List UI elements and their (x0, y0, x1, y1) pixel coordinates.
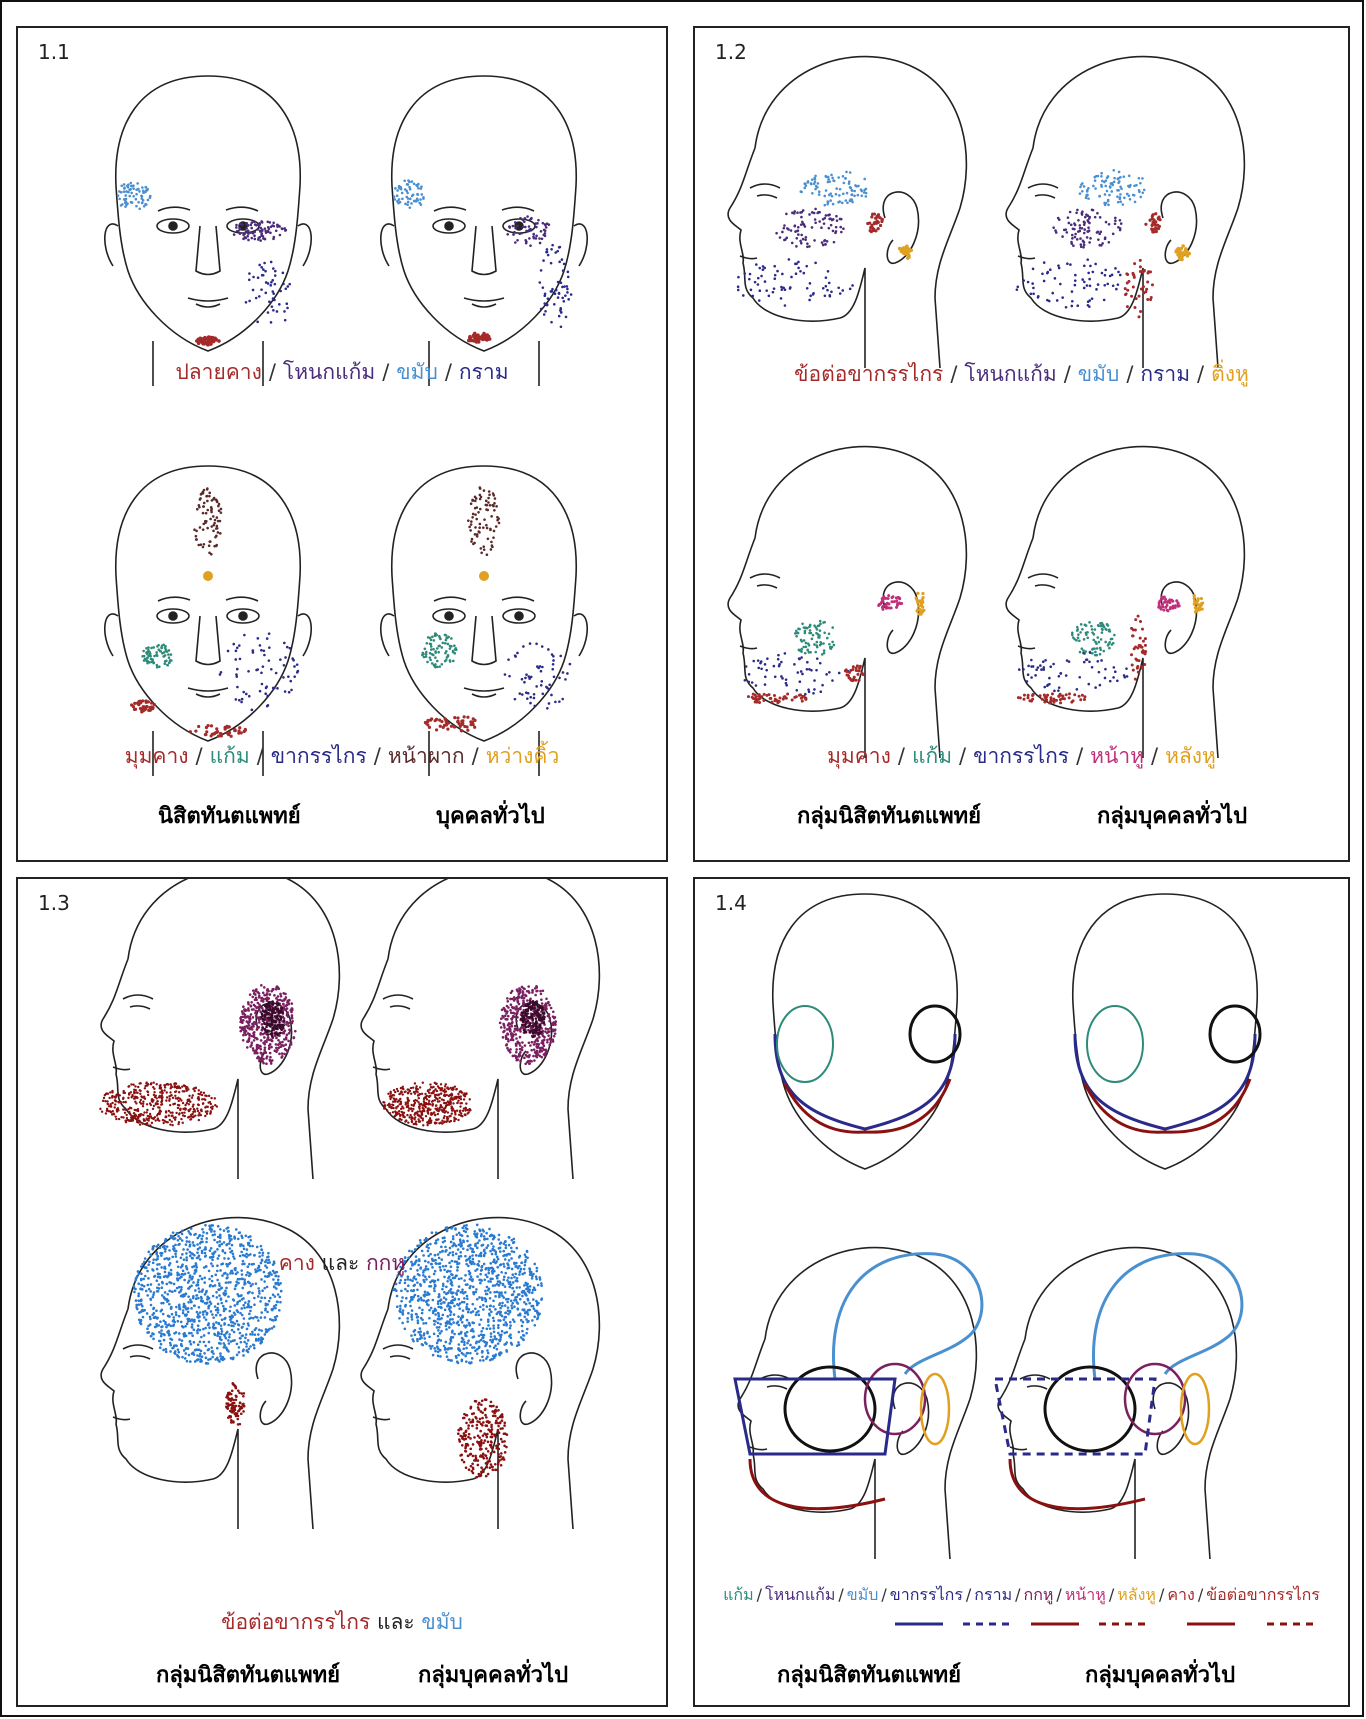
symptom-dots (382, 985, 557, 1127)
symptom-dots (130, 487, 299, 738)
group-label-right: กลุ่มบุคคลทั่วไป (418, 1657, 568, 1692)
legend-item: และ (377, 1610, 415, 1634)
legend-item: หลังหู (1117, 1585, 1156, 1604)
front-face-bottom-left (105, 466, 311, 776)
legend-item: มุมคาง (827, 744, 891, 768)
symptom-dots (99, 984, 296, 1127)
symptom-dots (735, 1254, 982, 1509)
legend-row-top: ปลายคาง/โหนกแก้ม/ขมับ/กราม (18, 356, 666, 389)
legend-item: ข้อต่อขากรรไกร (221, 1610, 370, 1634)
outline-side-face-2 (998, 1248, 1236, 1559)
front-face-illustrations (18, 28, 670, 864)
legend-item: หลังหู (1165, 744, 1216, 768)
side-face-1 (728, 57, 966, 368)
legend-item: โหนกแก้ม (283, 360, 375, 384)
outline-front-face-2 (1073, 894, 1260, 1169)
group-label-left: กลุ่มนิสิตทันตแพทย์ (797, 798, 981, 833)
legend-item: แก้ม (210, 744, 250, 768)
legend-row-bottom: มุมคาง/แก้ม/ขากรรไกร/หน้าหู/หลังหู (695, 740, 1348, 773)
legend-row-bottom: ข้อต่อขากรรไกร และ ขมับ (18, 1606, 666, 1639)
legend-item: และ (322, 1251, 360, 1275)
legend-item: หน้าหู (1065, 1585, 1106, 1604)
legend-item: กราม (1140, 362, 1190, 386)
outline-side-face-1 (738, 1248, 976, 1559)
legend-item: โหนกแก้ม (964, 362, 1056, 386)
legend-item: กกหู (1024, 1585, 1054, 1604)
outline-front-face-1 (773, 894, 960, 1169)
legend-item: ปลายคาง (175, 360, 261, 384)
legend-item: กราม (459, 360, 509, 384)
symptom-dots (117, 182, 291, 347)
legend-item: ข้อต่อขากรรไกร (1206, 1585, 1320, 1604)
side-face-heatmaps (18, 879, 670, 1709)
legend-item: ขมับ (847, 1585, 879, 1604)
panel-1-1: 1.1 (16, 26, 668, 862)
symptom-dots (393, 179, 573, 344)
legend-item: ข้อต่อขากรรไกร (794, 362, 943, 386)
outlines-front (773, 894, 1260, 1169)
legend-row-bottom: มุมคาง/แก้ม/ขากรรไกร/หน้าผาก/หว่างคิ้ว (18, 740, 666, 773)
symptom-dots (737, 171, 913, 307)
group-label-left: นิสิตทันตแพทย์ (158, 798, 301, 833)
legend-item: มุมคาง (125, 744, 189, 768)
legend-item: คาง (1167, 1585, 1195, 1604)
group-label-right: บุคคลทั่วไป (436, 798, 545, 833)
symptom-dots (1017, 594, 1204, 704)
front-face-bottom-right (381, 466, 587, 776)
legend-item: ขากรรไกร (973, 744, 1069, 768)
legend-row-top: ข้อต่อขากรรไกร/โหนกแก้ม/ขมับ/กราม/ติ่งหู (695, 358, 1348, 391)
legend-item: ขมับ (1078, 362, 1120, 386)
legend-item: แก้ม (723, 1585, 754, 1604)
side-face-2 (1006, 57, 1244, 368)
panel-1-3: 1.3 คาง และ กกหู ข้อต่อขากรรไกร และ ขมับ… (16, 877, 668, 1707)
panel-1-2: 1.2 ข้อต่อขากรรไกร/โหนกแก้ม/ขมับ/กราม/ติ… (693, 26, 1350, 862)
legend-row: แก้ม/โหนกแก้ม/ขมับ/ขากรรไกร/กราม/กกหู/หน… (695, 1583, 1348, 1608)
side-face-heat-2 (361, 879, 599, 1179)
group-label-left: กลุ่มนิสิตทันตแพทย์ (777, 1657, 961, 1692)
legend-item: หน้าผาก (388, 744, 465, 768)
legend-item: โหนกแก้ม (765, 1585, 835, 1604)
group-label-right: กลุ่มบุคคลทั่วไป (1085, 1657, 1235, 1692)
side-face-illustrations (695, 28, 1352, 864)
group-label-left: กลุ่มนิสิตทันตแพทย์ (156, 1657, 340, 1692)
legend-item: ขมับ (396, 360, 438, 384)
side-face-heat-1 (101, 879, 339, 1179)
symptom-dots (995, 1254, 1242, 1509)
legend-row-top: คาง และ กกหู (18, 1247, 666, 1280)
legend-item: ขากรรไกร (890, 1585, 963, 1604)
legend-item: แก้ม (912, 744, 952, 768)
legend-item: หน้าหู (1090, 744, 1144, 768)
symptom-dots (1016, 169, 1191, 318)
legend-item: ขมับ (421, 1610, 463, 1634)
legend-item: กราม (974, 1585, 1012, 1604)
legend-item: คาง (279, 1251, 315, 1275)
side-face-3 (728, 447, 966, 758)
line-style-key (695, 1617, 1352, 1631)
legend-item: ติ่งหู (1211, 362, 1249, 386)
legend-item: ขากรรไกร (271, 744, 367, 768)
legend-item: หว่างคิ้ว (486, 744, 560, 768)
side-face-4 (1006, 447, 1244, 758)
symptom-dots (744, 592, 926, 705)
legend-item: กกหู (366, 1251, 405, 1275)
panel-1-4: 1.4 แก้ม/โหนกแก้ม/ขมับ/ขากรรไกร/กราม/กกห… (693, 877, 1350, 1707)
group-label-right: กลุ่มบุคคลทั่วไป (1097, 798, 1247, 833)
